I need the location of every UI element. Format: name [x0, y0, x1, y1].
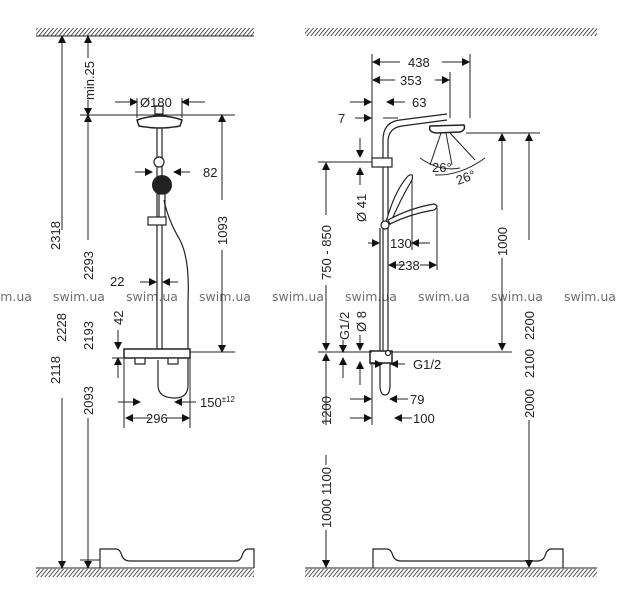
- shower-tray: [372, 548, 564, 568]
- diverter-knob: [153, 156, 165, 168]
- dim-150: 150±12: [200, 395, 236, 410]
- dim-2193: 2193: [81, 321, 96, 350]
- dim-100: 100: [413, 411, 435, 426]
- dim-1000-upper: 1000: [495, 227, 510, 256]
- dim-dia180: Ø180: [140, 95, 172, 110]
- ceiling: [305, 28, 597, 36]
- watermark-row: swim.ua swim.ua swim.ua swim.ua swim.ua …: [0, 289, 619, 305]
- overhead-shower: [136, 115, 183, 129]
- dim-2100: 2100: [522, 349, 537, 378]
- right-view: 438 353 63 7 26° 26° Ø 41 750 - 850 130 …: [305, 28, 597, 577]
- shower-fixture: [369, 113, 466, 396]
- dim-1100: 1100: [319, 467, 334, 495]
- dim-2200: 2200: [522, 311, 537, 340]
- hand-shower: [152, 175, 172, 195]
- dim-2228: 2228: [54, 313, 69, 342]
- shower-fixture: [123, 105, 191, 399]
- dim-2000: 2000: [522, 389, 537, 418]
- dim-63: 63: [412, 95, 426, 110]
- watermark: swim.ua: [126, 289, 178, 304]
- watermark: swim.ua: [272, 289, 324, 304]
- watermark: swim.ua: [418, 289, 470, 304]
- dim-1093: 1093: [215, 216, 230, 245]
- dim-750-850: 750 - 850: [319, 225, 334, 280]
- hose: [163, 199, 189, 301]
- dim-79: 79: [410, 392, 424, 407]
- watermark: swim.ua: [564, 289, 616, 304]
- dim-g12: G1/2: [413, 357, 441, 372]
- shower-tray: [99, 548, 255, 568]
- overhead-shower: [428, 124, 466, 134]
- hand-shower-1: [385, 174, 414, 225]
- dim-2293: 2293: [81, 251, 96, 280]
- slider: [147, 216, 167, 226]
- dim-g12-vertical: G1/2: [337, 312, 352, 340]
- dim-angle-2: 26°: [454, 167, 478, 188]
- dim-296: 296: [146, 411, 168, 426]
- watermark: swim.ua: [345, 289, 397, 304]
- left-view: 2318 2228 2118 min.25 2293 2193 2093 Ø18…: [36, 28, 255, 577]
- dim-min25: min.25: [82, 61, 97, 100]
- dim-238: 238: [398, 258, 420, 273]
- watermark: swim.ua: [491, 289, 543, 304]
- watermark: swim.ua: [0, 289, 32, 304]
- dim-2093: 2093: [81, 386, 96, 415]
- dim-angle-1: 26°: [432, 160, 452, 175]
- dim-dia41: Ø 41: [354, 194, 369, 222]
- dim-353: 353: [400, 73, 422, 88]
- dim-82: 82: [203, 165, 217, 180]
- floor: [36, 569, 254, 577]
- dim-2318: 2318: [48, 221, 63, 250]
- dim-2118: 2118: [48, 356, 63, 384]
- ceiling: [36, 28, 254, 36]
- spray-angle-lines: [419, 132, 486, 176]
- thermostat-mixer: [123, 348, 191, 359]
- slider: [371, 157, 393, 168]
- floor: [305, 569, 597, 577]
- watermark: swim.ua: [199, 289, 251, 304]
- dim-22: 22: [110, 274, 124, 289]
- dim-130: 130: [390, 236, 412, 251]
- hose: [379, 228, 391, 396]
- watermark: swim.ua: [53, 289, 105, 304]
- dim-42: 42: [111, 311, 126, 325]
- dim-438: 438: [408, 55, 430, 70]
- dim-7: 7: [338, 111, 345, 126]
- dim-1000-lower: 1000: [319, 499, 334, 528]
- dim-1200: 1200: [319, 396, 334, 425]
- dim-dia8: Ø 8: [354, 311, 369, 332]
